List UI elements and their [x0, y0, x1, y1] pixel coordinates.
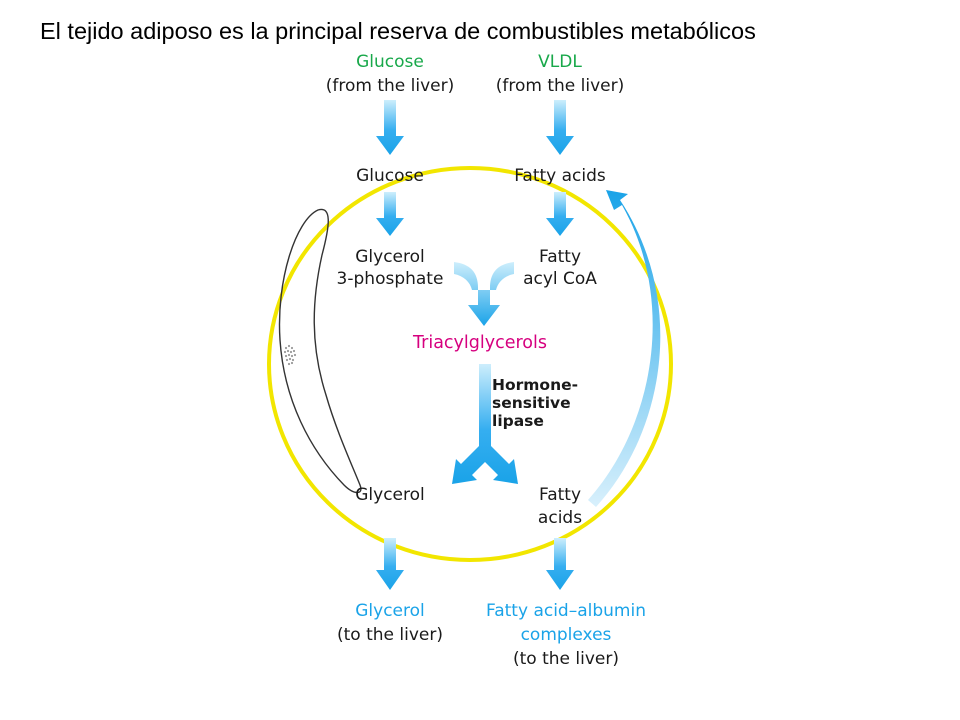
- arrow-glucose-to-g3p: [376, 192, 404, 236]
- node-glycerol: Glycerol: [355, 485, 425, 505]
- node-fatty-acids-released-line2: acids: [537, 508, 583, 528]
- input-glucose-name: Glucose: [356, 52, 424, 72]
- input-vldl-source: (from the liver): [495, 76, 625, 96]
- cell-membrane: [267, 166, 673, 562]
- input-glucose-source: (from the liver): [325, 76, 455, 96]
- output-glycerol-dest: (to the liver): [337, 625, 443, 645]
- node-glycerol-3p-line1: Glycerol: [355, 247, 425, 267]
- enzyme-hormone-sensitive-lipase: Hormone- sensitive lipase: [492, 376, 578, 430]
- output-fa-albumin-line1: Fatty acid–albumin: [486, 601, 646, 621]
- arrow-recycle-fatty-acids: [588, 190, 661, 507]
- arrow-fa-to-acylcoa: [546, 192, 574, 236]
- arrow-merge-to-tag: [454, 262, 514, 326]
- output-fa-albumin-line2: complexes: [520, 625, 612, 645]
- arrow-glycerol-out: [376, 538, 404, 590]
- arrow-vldl-in: [546, 100, 574, 155]
- node-fatty-acyl-coa-line1: Fatty: [538, 247, 582, 267]
- enzyme-line3: lipase: [492, 412, 544, 430]
- input-vldl-name: VLDL: [538, 52, 582, 72]
- enzyme-line1: Hormone-: [492, 376, 579, 394]
- node-glucose: Glucose: [356, 166, 424, 186]
- node-fatty-acids: Fatty acids: [514, 166, 606, 186]
- node-fatty-acids-released-line1: Fatty: [538, 485, 582, 505]
- arrow-glucose-in: [376, 100, 404, 155]
- nucleus-outline: [278, 208, 362, 494]
- node-glycerol-3p-line2: 3-phosphate: [336, 269, 444, 289]
- output-glycerol-name: Glycerol: [355, 601, 425, 621]
- nucleolus-dots: [283, 344, 297, 366]
- page-title: El tejido adiposo es la principal reserv…: [40, 18, 756, 44]
- arrow-fa-out: [546, 538, 574, 590]
- node-fatty-acyl-coa-line2: acyl CoA: [523, 269, 597, 289]
- output-fa-albumin-dest: (to the liver): [513, 649, 619, 669]
- enzyme-line2: sensitive: [492, 394, 571, 412]
- node-triacylglycerols: Triacylglycerols: [413, 333, 547, 353]
- arrow-lipase-split: [452, 364, 518, 484]
